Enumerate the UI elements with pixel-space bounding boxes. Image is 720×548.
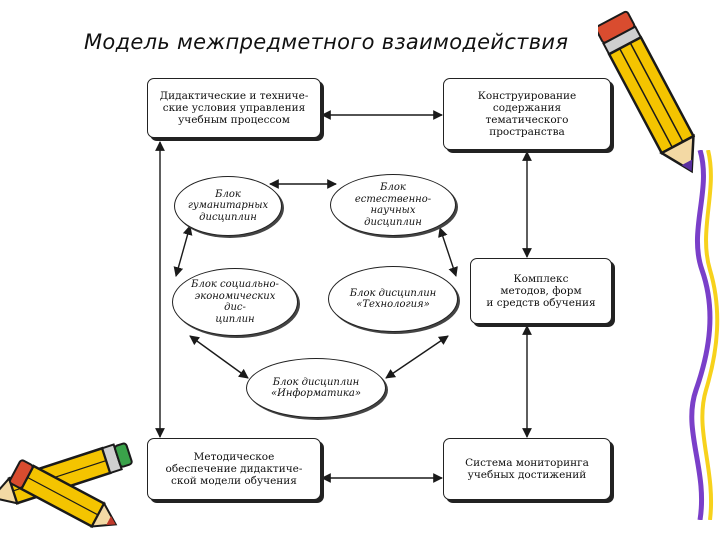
arrow-tech-info — [385, 335, 449, 379]
box-content-design: Конструирование содержания тематического… — [443, 78, 611, 150]
arrow-sci-tech — [438, 227, 458, 277]
pencil-icon — [598, 10, 696, 174]
arrow-socio-info — [189, 335, 249, 379]
slide-title: Модель межпредметного взаимодействия — [84, 30, 569, 54]
pencil-icon — [8, 459, 118, 529]
block-humanitarian: Блок гуманитарных дисциплин — [174, 176, 282, 236]
arrow-hum-socio — [173, 225, 193, 277]
box-monitoring-system: Система мониторинга учебных достижений — [443, 438, 611, 500]
block-informatics: Блок дисциплин «Информатика» — [246, 358, 386, 418]
block-natural-science: Блок естественно- научных дисциплин — [330, 174, 456, 236]
box-methodical-support: Методическое обеспечение дидактиче- ской… — [147, 438, 321, 500]
decorative-border — [689, 150, 720, 520]
block-technology: Блок дисциплин «Технология» — [328, 266, 458, 332]
block-socio-economic: Блок социально- экономических дис- ципли… — [172, 268, 298, 336]
box-methods-complex: Комплекс методов, форм и средств обучени… — [470, 258, 612, 324]
box-didactic-conditions: Дидактические и техниче- ские условия уп… — [147, 78, 321, 138]
